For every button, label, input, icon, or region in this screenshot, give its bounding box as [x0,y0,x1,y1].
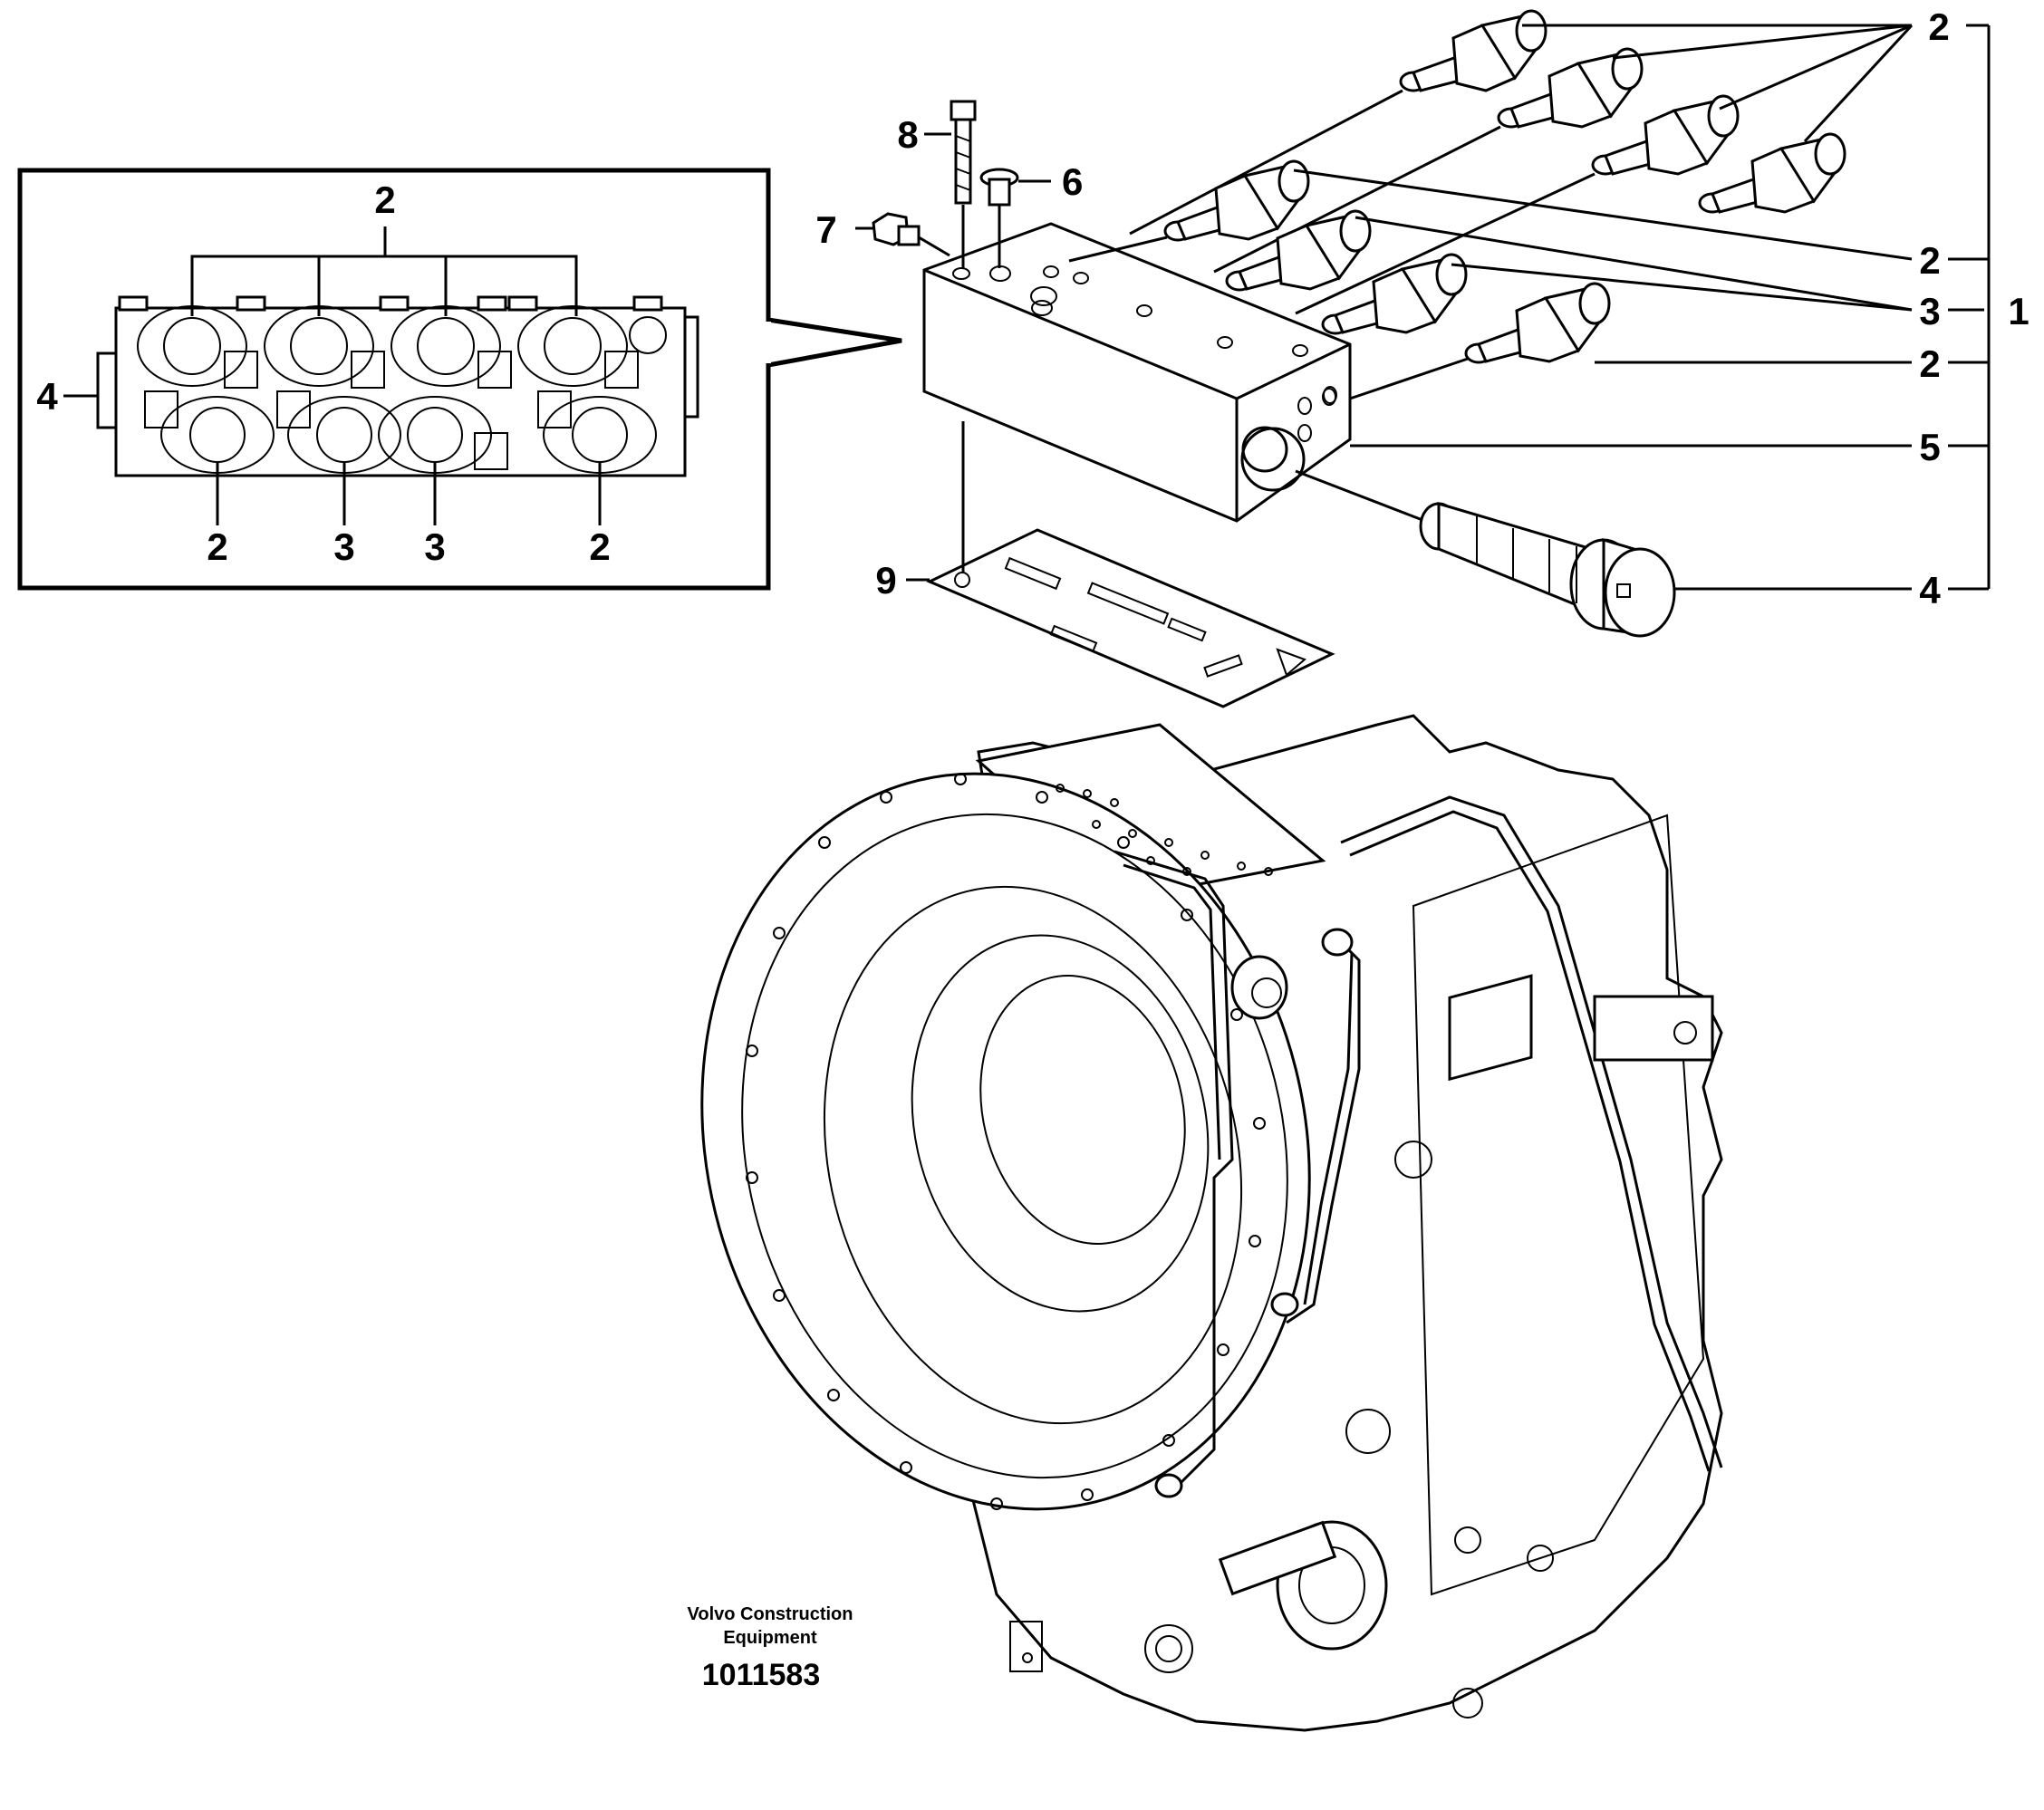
callout-9: 9 [875,559,896,602]
inset-detail-panel: 2 4 2 3 3 2 [17,168,902,591]
solenoid-valve-7 [1321,253,1468,335]
solenoid-valve-3 [1295,94,1740,315]
solenoid-valve-4 [1698,132,1846,214]
callout-2-b: 2 [1919,342,1940,385]
inset-label-bottom-3: 3 [424,525,445,568]
solenoid-valve-2 [1213,47,1644,274]
company-name-line1: Volvo Construction [688,1604,853,1624]
inset-label-bottom-1: 2 [207,525,227,568]
inset-solenoid-top-4 [517,305,667,389]
inset-label-bottom-4: 2 [589,525,610,568]
callout-8: 8 [897,113,918,156]
right-callout-leaders [855,24,1991,591]
bolt-part-8 [950,100,977,268]
drawing-reference-number: 1011583 [702,1658,821,1692]
plug-part-7 [872,212,950,257]
solenoid-valve-6 [1225,209,1372,292]
company-name-line2: Equipment [723,1628,817,1648]
callout-7: 7 [815,208,836,251]
callout-4: 4 [1919,569,1941,611]
inset-label-side: 4 [36,375,58,418]
plug-part-6 [979,168,1019,268]
inset-label-top: 2 [374,178,395,221]
gasket-part-9 [926,421,1335,708]
callout-5: 5 [1919,426,1940,468]
callout-2-top: 2 [1928,5,1949,48]
solenoid-valves [1068,9,1846,400]
inset-label-bottom-2: 3 [333,525,354,568]
callout-6: 6 [1062,160,1083,203]
solenoid-valve-8 [1349,282,1611,400]
transmission-housing [700,714,1723,1732]
flange-bolt-holes [746,773,1266,1510]
solenoid-valve-5 [1068,159,1310,263]
inset-valve-block [96,295,699,477]
solenoid-cartridge-part-4 [1295,469,1676,638]
bellhousing-flange [700,772,1311,1511]
oil-pipe-left [1114,850,1234,1487]
callout-2-a: 2 [1919,239,1940,282]
callout-1: 1 [2008,290,2029,332]
oil-pipe-middle [1286,940,1361,1324]
solenoid-valve-1 [1129,9,1547,236]
inset-pointer [767,317,902,368]
valve-block [922,222,1352,523]
callout-3: 3 [1919,290,1940,332]
inset-leaders [63,226,602,525]
